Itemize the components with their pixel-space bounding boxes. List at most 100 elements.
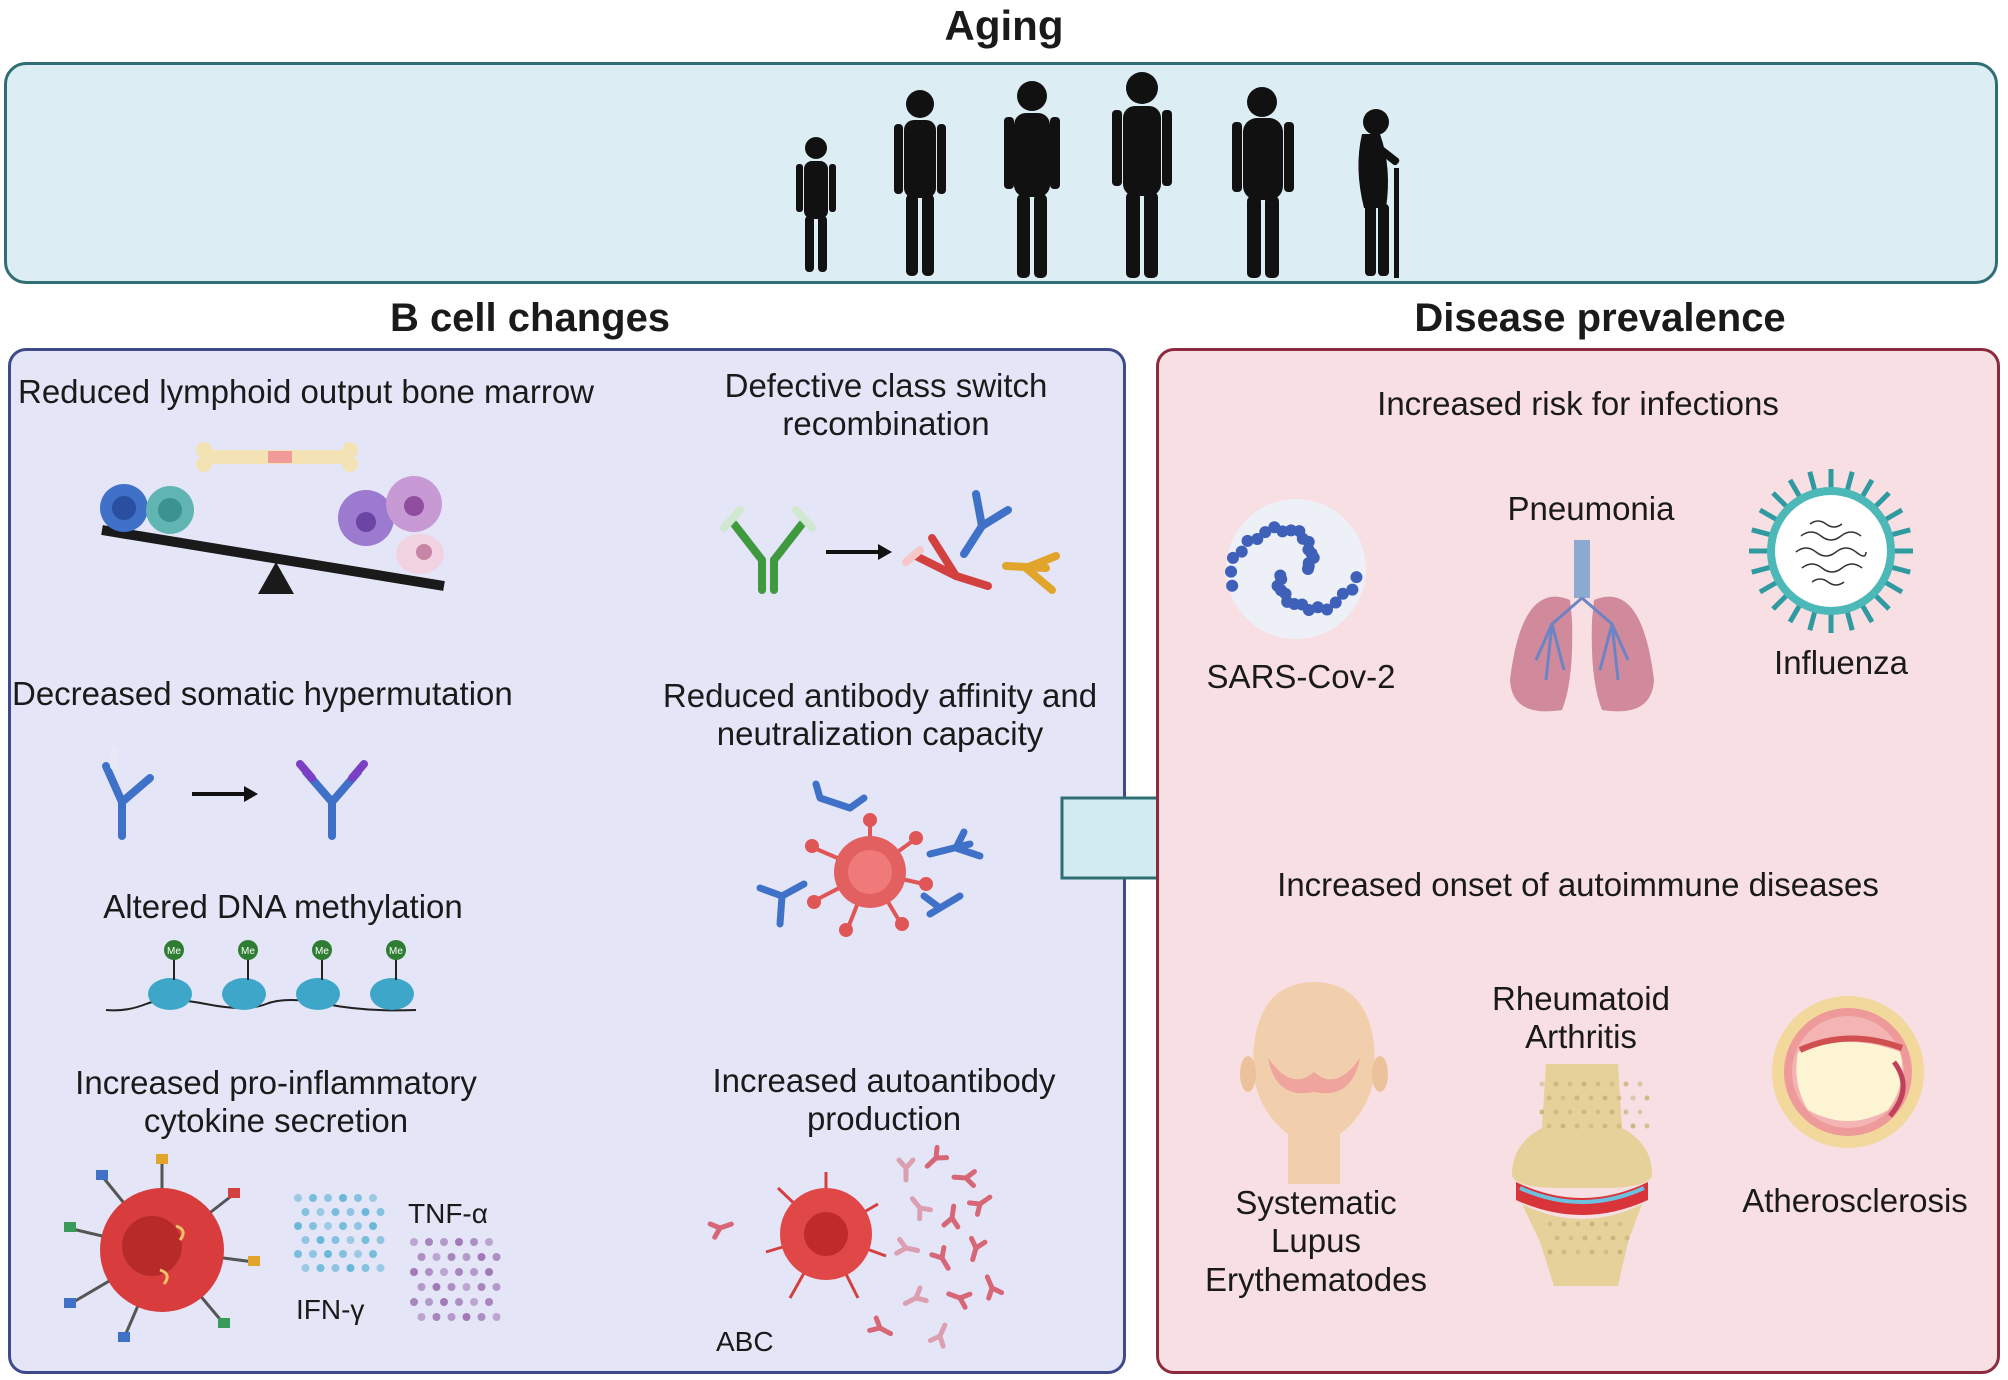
dot <box>455 1298 463 1306</box>
cytokine-line-1: Increased pro-inflammatory <box>75 1064 477 1101</box>
autoantibody <box>924 1144 950 1169</box>
dot <box>1553 1081 1559 1087</box>
dot <box>361 1208 370 1216</box>
lupus-label: Systematic Lupus Erythematodes <box>1176 1184 1456 1299</box>
seesaw-beam <box>101 525 445 591</box>
autoantibody-label: Increased autoantibody production <box>684 1062 1084 1139</box>
dot <box>492 1283 501 1291</box>
spike-protein <box>1296 532 1309 545</box>
dot <box>462 1313 471 1321</box>
hemagglutinin-spike <box>1771 593 1789 611</box>
dot <box>1546 1123 1552 1129</box>
lupus-head-icon <box>1240 982 1388 1184</box>
class-switch-illustration <box>720 490 1060 594</box>
infections-title: Increased risk for infections <box>1377 385 1779 422</box>
dot <box>492 1313 501 1321</box>
autoantibody <box>867 1315 894 1337</box>
seesaw-fulcrum <box>258 562 294 594</box>
hypermutation-label: Decreased somatic hypermutation <box>12 675 513 712</box>
elderly-silhouette <box>1358 109 1400 278</box>
dot <box>339 1250 347 1258</box>
lupus-line-3: Erythematodes <box>1205 1260 1427 1298</box>
dot <box>369 1250 377 1258</box>
dot <box>425 1268 433 1276</box>
dot <box>440 1268 448 1276</box>
dot <box>1588 1123 1594 1129</box>
cytokine-line-2: cytokine secretion <box>143 1102 409 1140</box>
autoantibody <box>902 1285 929 1306</box>
hemagglutinin-spike <box>1807 471 1818 492</box>
dot <box>1546 1095 1552 1101</box>
spike-protein <box>1302 557 1315 570</box>
hemagglutinin-spike <box>1859 603 1875 624</box>
dot <box>1644 1123 1650 1129</box>
lungs-icon <box>1510 540 1654 712</box>
dot <box>309 1250 317 1258</box>
dot <box>1581 1109 1587 1115</box>
dot <box>1623 1109 1629 1115</box>
dot <box>354 1194 362 1202</box>
receptor-tips <box>64 1154 260 1342</box>
virus-spike-tips <box>805 813 933 937</box>
hemagglutinin-spike <box>1751 527 1772 538</box>
spike-protein <box>1311 601 1324 614</box>
lymphoid-cells <box>100 484 194 534</box>
dot <box>1539 1109 1545 1115</box>
dot <box>440 1238 448 1246</box>
dot <box>1561 1221 1567 1227</box>
dot <box>1596 1235 1602 1241</box>
autoantibody-illustration <box>707 1144 1005 1349</box>
methylation-label: Altered DNA methylation <box>103 888 463 925</box>
autoantibody <box>929 1245 951 1271</box>
dot <box>425 1298 433 1306</box>
autoantibody <box>927 1322 948 1349</box>
hemagglutinin-spike <box>1873 593 1891 611</box>
dot <box>294 1250 302 1258</box>
dot <box>432 1253 441 1261</box>
hemagglutinin-spike <box>1844 471 1855 492</box>
autoantibody <box>951 1169 977 1189</box>
spike-protein <box>1241 534 1254 547</box>
dot <box>1602 1123 1608 1129</box>
autoimmune-title: Increased onset of autoimmune diseases <box>1277 866 1879 903</box>
dot <box>485 1238 493 1246</box>
dot <box>1637 1081 1643 1087</box>
hemagglutinin-spike <box>1859 478 1875 499</box>
dot <box>1560 1123 1566 1129</box>
dot <box>1595 1109 1601 1115</box>
dot <box>1610 1235 1616 1241</box>
spike-protein <box>1251 532 1264 545</box>
dot <box>346 1236 355 1244</box>
dot <box>1560 1095 1566 1101</box>
blue-antibody-before <box>102 746 154 840</box>
autoantibody-line-2: production <box>806 1100 962 1138</box>
me-label-1: Me <box>167 946 181 957</box>
dot <box>1609 1081 1615 1087</box>
dot <box>455 1268 463 1276</box>
dot <box>410 1238 418 1246</box>
dot <box>309 1194 317 1202</box>
me-label-2: Me <box>241 946 255 957</box>
dot <box>1582 1235 1588 1241</box>
spike-protein <box>1279 587 1292 600</box>
ra-label: Rheumatoid Arthritis <box>1466 980 1696 1057</box>
dot <box>316 1264 325 1272</box>
spike-protein <box>1350 571 1363 584</box>
dot <box>477 1313 486 1321</box>
dot <box>1589 1221 1595 1227</box>
dot <box>492 1253 501 1261</box>
autoantibody <box>968 1235 988 1263</box>
dot <box>1644 1095 1650 1101</box>
virus-antibody-illustration <box>756 780 984 937</box>
dot <box>417 1253 426 1261</box>
dot <box>301 1208 310 1216</box>
aging-silhouettes <box>796 72 1400 278</box>
dot <box>470 1298 478 1306</box>
autoantibody <box>896 1157 916 1183</box>
dot <box>301 1236 310 1244</box>
dot <box>485 1298 493 1306</box>
dot <box>376 1236 385 1244</box>
dot <box>346 1208 355 1216</box>
tnf-alpha-dots <box>410 1238 501 1321</box>
dot <box>455 1238 463 1246</box>
